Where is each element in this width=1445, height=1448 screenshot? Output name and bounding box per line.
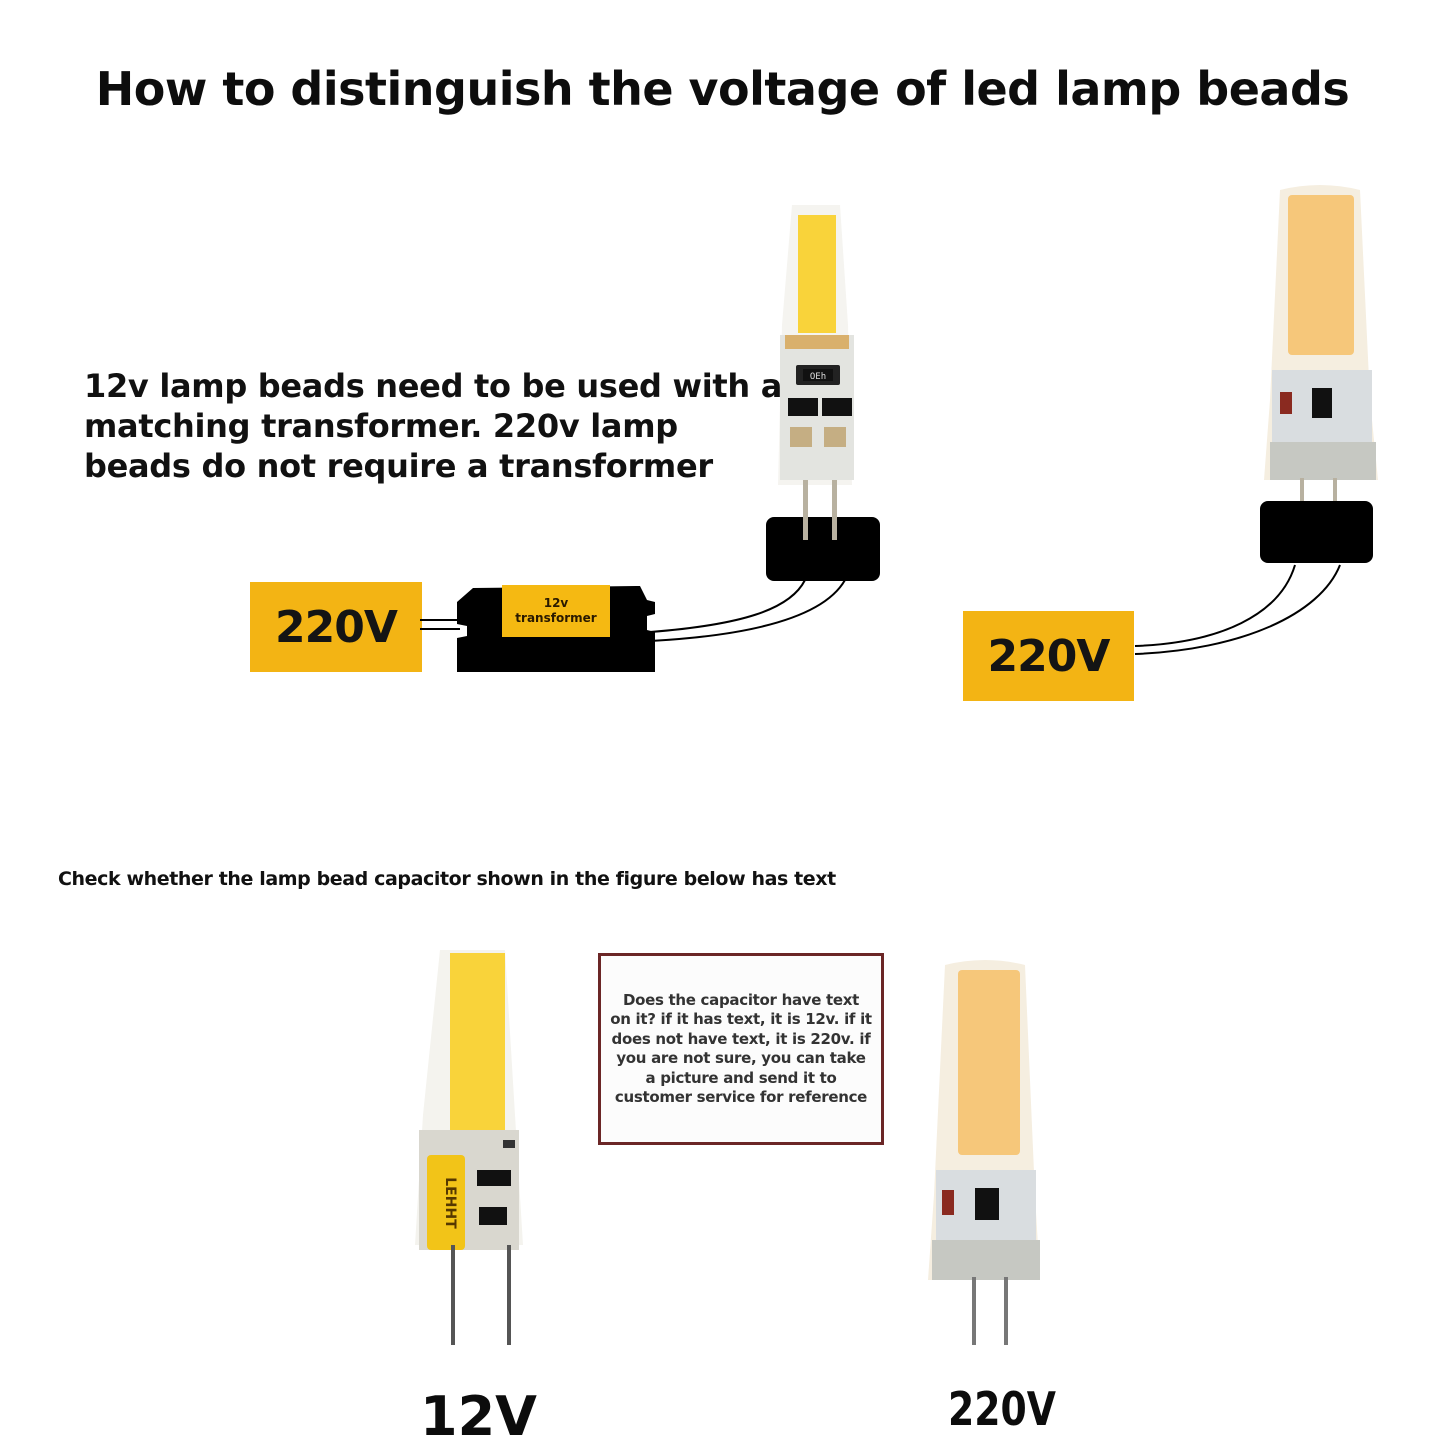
transformer-12v: 12v transformer [455, 580, 655, 672]
note-line: you are not sure, you can take [616, 1049, 866, 1067]
bulb-label-12v: 12V [420, 1385, 537, 1448]
wire-icon [1134, 564, 1341, 655]
socket-220v [1260, 501, 1373, 563]
svg-text:OEh: OEh [810, 372, 826, 382]
wire-icon [649, 579, 846, 642]
page-title: How to distinguish the voltage of led la… [95, 62, 1350, 116]
check-instruction: Check whether the lamp bead capacitor sh… [58, 868, 836, 890]
led-bulb-220v-closeup-icon [928, 960, 1040, 1345]
note-line: a picture and send it to [645, 1068, 837, 1087]
explanation-line: beads do not require a transformer [84, 447, 713, 485]
socket-12v [766, 517, 880, 581]
capacitor-note-box: Does the capacitor have text on it? if i… [598, 953, 884, 1145]
explanation-line: matching transformer. 220v lamp [84, 407, 678, 445]
wire-icon [420, 619, 460, 630]
note-line: customer service for reference [614, 1088, 868, 1106]
voltage-label: 220V [987, 630, 1111, 682]
led-bulb-220v-icon [1264, 185, 1378, 528]
led-bulb-12v-closeup-icon: LEHHT [415, 950, 523, 1345]
voltage-label: 220V [275, 601, 398, 653]
note-line: Does the capacitor have text [622, 990, 860, 1009]
bulb-label-220v: 220V [948, 1382, 1056, 1436]
explanation-line: 12v lamp beads need to be used with a [84, 367, 783, 405]
svg-text:LEHHT: LEHHT [442, 1177, 458, 1229]
led-bulb-12v-icon: OEh [778, 205, 854, 540]
transformer-label: 12v transformer [502, 585, 610, 637]
note-line: does not have text, it is 220v. if [611, 1029, 871, 1048]
source-220v-box-left: 220V [250, 582, 422, 672]
source-220v-box-right: 220V [963, 611, 1134, 701]
transformer-explanation: 12v lamp beads need to be used with a ma… [84, 366, 784, 486]
note-line: on it? if it has text, it is 12v. if it [610, 1010, 872, 1028]
